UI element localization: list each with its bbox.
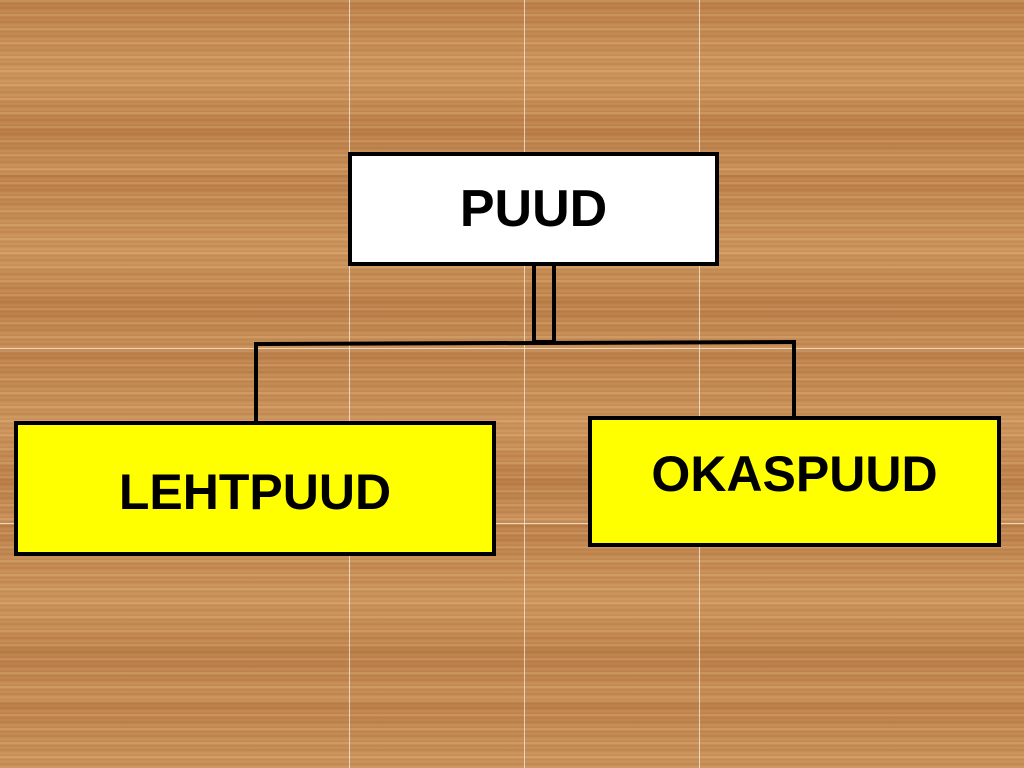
root-node-label: PUUD	[459, 180, 608, 238]
tile-seam	[0, 348, 1024, 349]
child-node-label: OKASPUUD	[651, 445, 938, 502]
child-node-label: LEHTPUUD	[118, 463, 392, 520]
tile-seam	[0, 523, 1024, 524]
child-node-lehtpuud: LEHTPUUD	[14, 421, 496, 556]
tile-seam	[349, 0, 350, 768]
tile-seam	[699, 0, 700, 768]
branch-line	[253, 339, 797, 347]
child-node-okaspuud: OKASPUUD	[588, 416, 1001, 547]
root-node: PUUD	[348, 152, 719, 266]
tile-seam	[524, 0, 525, 768]
